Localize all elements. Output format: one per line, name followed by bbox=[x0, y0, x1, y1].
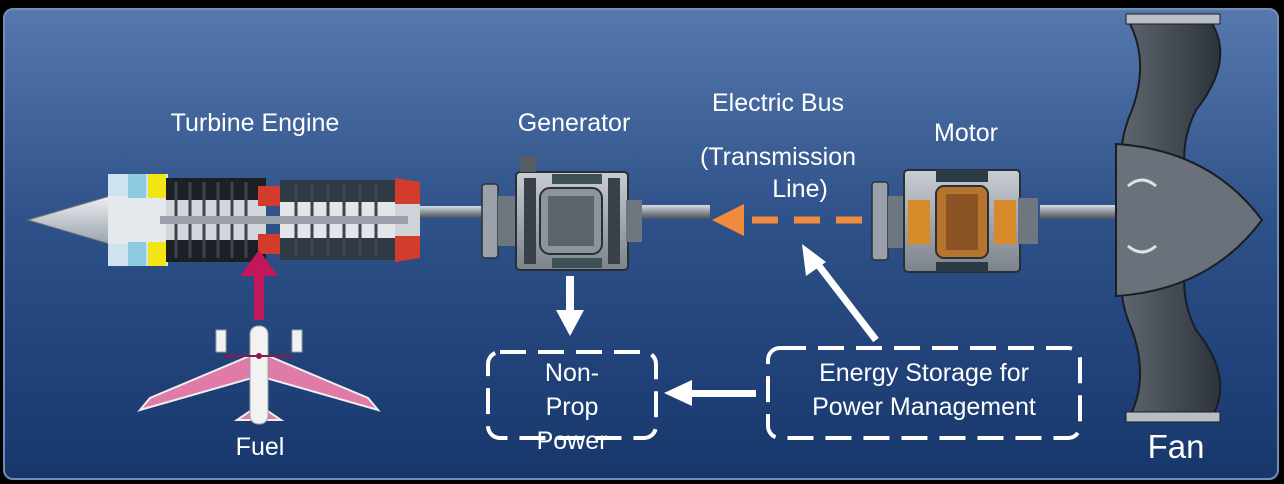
fuel-label: Fuel bbox=[210, 432, 310, 462]
non-prop-power-label: Non- Prop Power bbox=[488, 356, 656, 458]
aircraft-fuel-icon bbox=[140, 326, 378, 424]
non-prop-power-line2: Prop bbox=[488, 390, 656, 424]
electric-bus-label-line2: (Transmission bbox=[680, 142, 876, 172]
storage-to-bus-arrow bbox=[802, 244, 876, 340]
turbine-engine-label: Turbine Engine bbox=[130, 108, 380, 138]
fan-label: Fan bbox=[1126, 428, 1226, 466]
non-prop-power-line1: Non- bbox=[488, 356, 656, 390]
fan-illustration bbox=[1116, 14, 1262, 422]
energy-storage-label: Energy Storage for Power Management bbox=[768, 356, 1080, 424]
energy-storage-line1: Energy Storage for bbox=[768, 356, 1080, 390]
electric-bus-label-line1: Electric Bus bbox=[680, 88, 876, 118]
storage-to-nonprop-arrow bbox=[664, 380, 756, 406]
electric-bus-label-line3: Line) bbox=[740, 174, 860, 204]
generator-to-nonprop-arrow bbox=[556, 276, 584, 336]
motor-illustration bbox=[872, 170, 1038, 272]
non-prop-power-line3: Power bbox=[488, 424, 656, 458]
generator-illustration bbox=[482, 156, 642, 270]
turbine-engine-illustration bbox=[28, 174, 420, 266]
electric-bus-arrow bbox=[712, 204, 862, 236]
energy-storage-line2: Power Management bbox=[768, 390, 1080, 424]
generator-label: Generator bbox=[490, 108, 658, 138]
motor-label: Motor bbox=[906, 118, 1026, 148]
